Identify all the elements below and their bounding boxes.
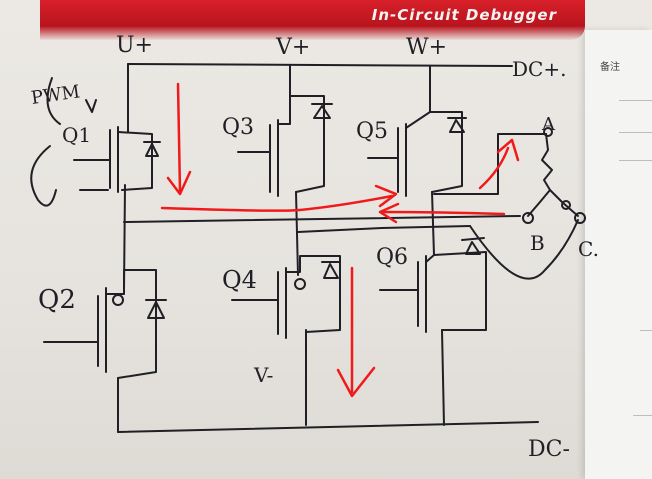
q5-diode-loop [405, 111, 463, 193]
dc-plus-rail [127, 63, 513, 67]
q4-diode [321, 261, 341, 279]
note-label: 备注 [600, 62, 620, 73]
arrow-down-q1 [176, 82, 182, 194]
note-line [619, 100, 652, 101]
note-line [633, 415, 652, 416]
phase-w-wire [433, 133, 547, 195]
terminal-c1 [561, 200, 571, 210]
handwritten-labels: U+ V+ W+ DC+. DC- V- PWM Q1 Q2 Q3 Q4 Q5 … [30, 33, 599, 462]
note-line [619, 160, 652, 161]
dc-minus-rail [117, 421, 539, 433]
label-dc-minus: DC- [528, 437, 570, 462]
label-w-plus: W+ [406, 35, 447, 60]
label-q2: Q2 [38, 285, 76, 315]
q2-diode [145, 299, 167, 319]
arrow-up-a [478, 146, 510, 190]
banner-title: In-Circuit Debugger [371, 6, 557, 24]
label-u-plus: U+ [116, 33, 153, 58]
q1-diode [143, 141, 161, 157]
label-pwm: PWM [30, 81, 81, 109]
label-v-minus: V- [253, 363, 273, 387]
q3-diode [311, 103, 333, 119]
arrow-head-a [496, 138, 520, 162]
q6-diode [461, 237, 485, 255]
phase-c-wire [469, 219, 579, 280]
q5-diode [447, 117, 467, 133]
label-q4: Q4 [222, 266, 257, 294]
arrow-head-top [374, 184, 398, 208]
leg-v-mid [295, 191, 299, 276]
current-arrows [160, 82, 520, 398]
pwm-tick [85, 99, 97, 113]
debugger-banner: In-Circuit Debugger [40, 0, 585, 40]
q6-diode-loop [425, 251, 487, 331]
label-q6: Q6 [376, 245, 408, 270]
note-line [640, 330, 652, 331]
arrow-head-return [378, 202, 400, 224]
arrow-head-q1 [166, 170, 192, 196]
label-q1: Q1 [62, 123, 91, 147]
arrow-return [380, 210, 506, 216]
leg-w-mid [431, 191, 435, 256]
winding-b [527, 189, 551, 217]
side-paper: 备注 [585, 30, 652, 479]
q4-diode-loop [285, 255, 341, 333]
q2-diode-loop [105, 269, 157, 379]
label-v-plus: V+ [275, 35, 310, 60]
pwm-loop [30, 145, 57, 207]
q2-node [112, 294, 124, 306]
note-line [619, 132, 652, 133]
winding-a [541, 133, 553, 191]
arrow-head-q4 [336, 366, 376, 398]
circuit-wires [30, 63, 586, 433]
label-phase-b: B [530, 231, 545, 255]
phase-v-wire [297, 225, 471, 233]
terminal-b [522, 212, 534, 224]
q4-node [294, 278, 306, 290]
phase-u-wire [123, 215, 521, 223]
label-dc-plus: DC+. [512, 57, 566, 81]
q3-diode-loop [277, 95, 325, 193]
terminal-a [543, 127, 553, 137]
label-q3: Q3 [222, 115, 254, 140]
leg-w-bottom [441, 329, 445, 426]
label-phase-a: A [541, 114, 556, 135]
winding-c [549, 189, 579, 217]
label-phase-c: C. [578, 237, 599, 261]
label-q5: Q5 [356, 119, 388, 144]
q1-diode-loop [117, 131, 153, 191]
arrow-horizontal-top [160, 194, 394, 212]
pwm-pointer [46, 77, 61, 125]
terminal-c2 [574, 212, 586, 224]
